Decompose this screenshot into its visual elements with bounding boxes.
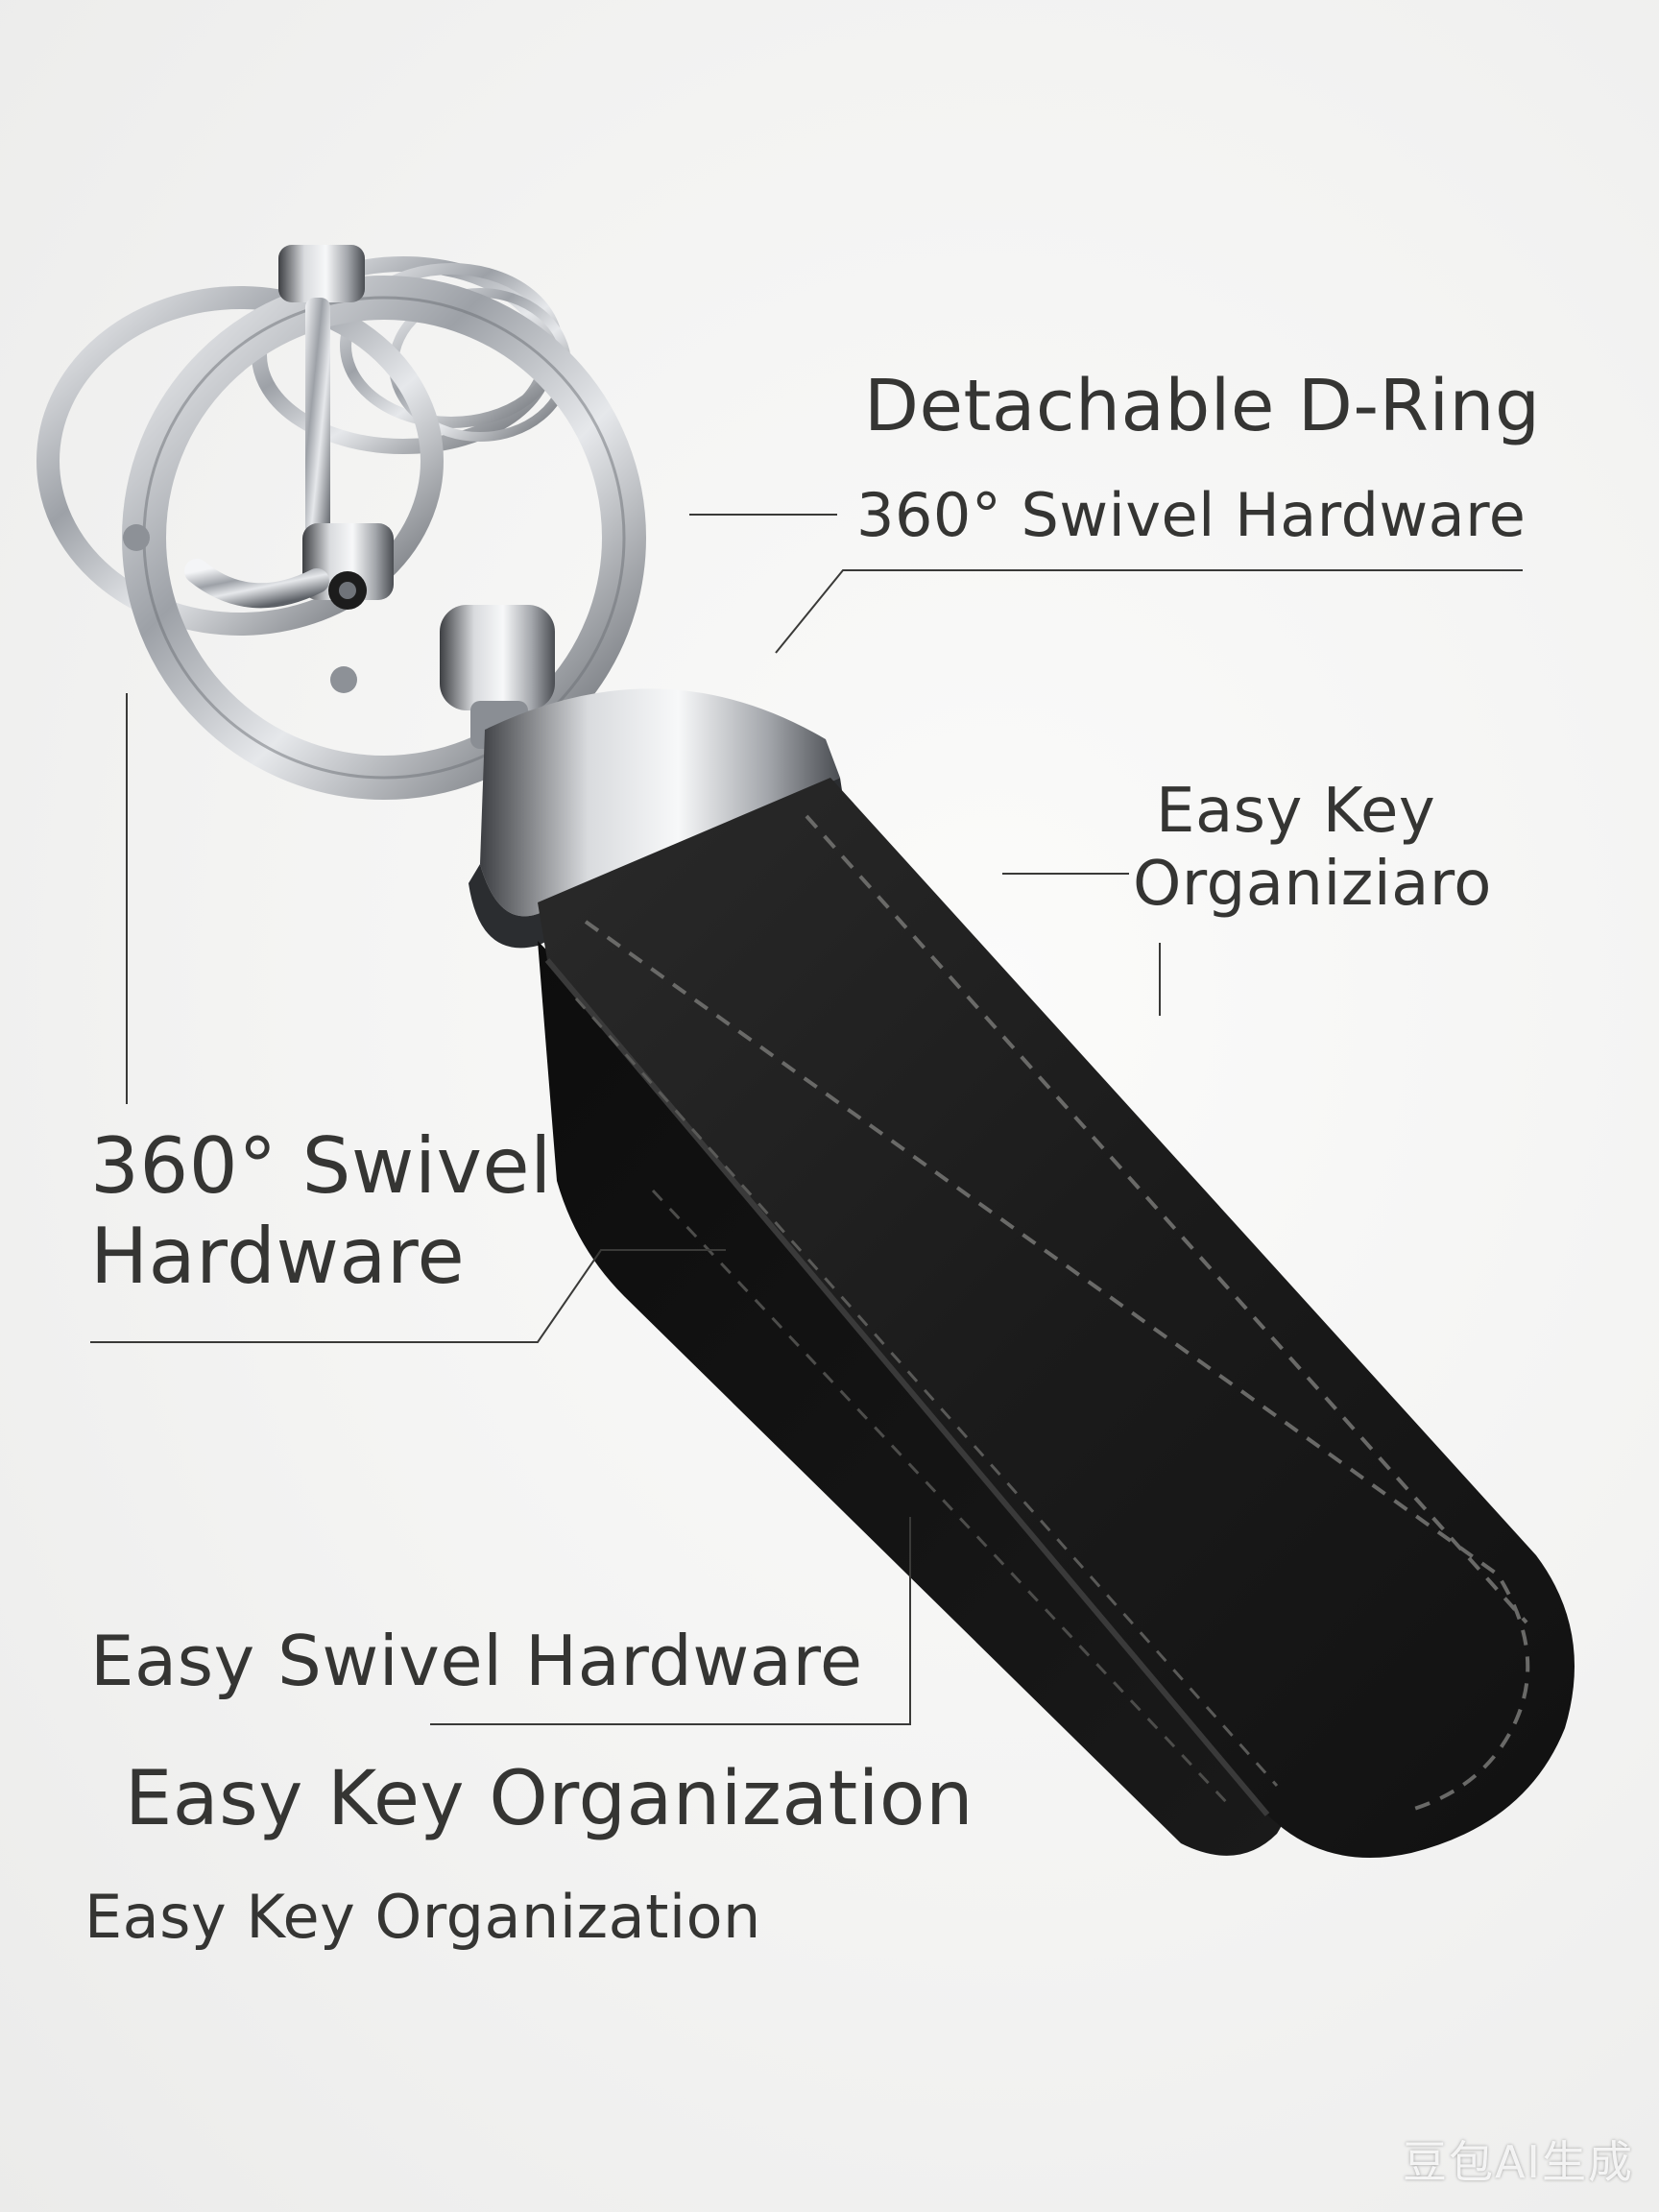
spring-gate-ring: [122, 276, 646, 800]
label-easy-swivel-hardware: Easy Swivel Hardware: [90, 1621, 863, 1701]
label-easy-key-organization-small: Easy Key Organization: [84, 1882, 761, 1952]
callout-lines: [90, 514, 1523, 1725]
label-detachable-d-ring: Detachable D-Ring: [864, 365, 1541, 447]
detachable-d-ring: [184, 245, 394, 610]
label-swivel-left-line1: 360° Swivel: [90, 1121, 552, 1211]
label-easy-key-right-line1: Easy Key: [1156, 776, 1436, 847]
leather-strap: [538, 778, 1575, 1858]
label-swivel-hardware-left: 360° Swivel Hardware: [90, 1121, 552, 1303]
label-easy-key-right: Easy Key Organiziaro: [1133, 776, 1492, 921]
key-ring-large: [36, 286, 444, 636]
ai-watermark: 豆包AI生成: [1402, 2136, 1634, 2188]
label-easy-key-organization-large: Easy Key Organization: [125, 1756, 974, 1842]
label-easy-key-right-line2: Organiziaro: [1133, 848, 1492, 920]
label-swivel-left-line2: Hardware: [90, 1212, 466, 1302]
label-swivel-hardware-top: 360° Swivel Hardware: [856, 480, 1527, 550]
